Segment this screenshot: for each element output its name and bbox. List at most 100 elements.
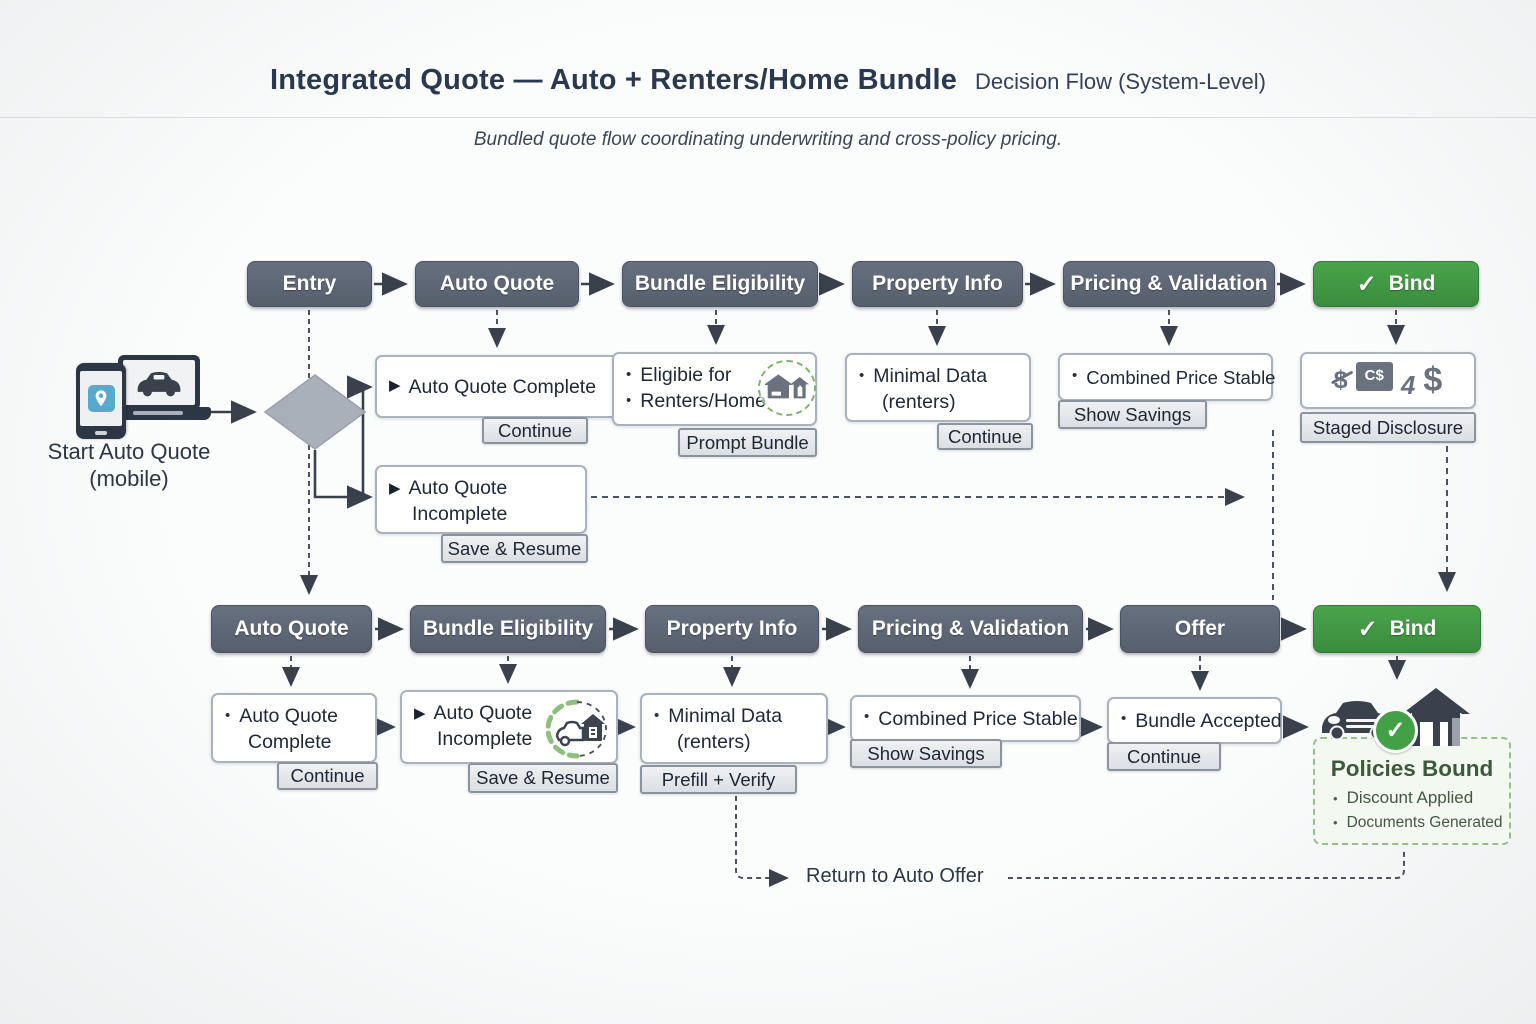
header-divider xyxy=(0,117,1536,118)
bullet-icon: • xyxy=(859,367,865,384)
stage-label: Pricing & Validation xyxy=(871,617,1070,640)
stage-property-info-row2: Property Info xyxy=(645,605,819,653)
home-bundle-badge-icon xyxy=(758,360,816,416)
button-label: Staged Disclosure xyxy=(1312,416,1464,438)
save-resume-button-row2[interactable]: Save & Resume xyxy=(468,763,618,793)
stage-pricing-validation-row1: Pricing & Validation xyxy=(1063,261,1275,307)
bullet-icon: • xyxy=(225,707,231,724)
start-label: Start Auto Quote (mobile) xyxy=(24,439,234,493)
card-line: Auto Quote xyxy=(433,702,533,724)
stage-offer: Offer xyxy=(1120,605,1280,653)
card-property-info-row1: •Minimal Data (renters) xyxy=(845,353,1031,422)
continue-button-row1-auto[interactable]: Continue xyxy=(482,417,588,444)
outcome-bullet: • Documents Generated xyxy=(1315,814,1509,832)
slashed-dollar-icon: $ xyxy=(1330,364,1353,398)
start-label-line1: Start Auto Quote xyxy=(47,439,211,464)
card-line: Incomplete xyxy=(412,503,508,526)
button-label: Save & Resume xyxy=(447,537,582,559)
outcome-text: Discount Applied xyxy=(1346,788,1474,807)
stage-label: Property Info xyxy=(666,617,798,640)
card-property-info-row2: •Minimal Data (renters) xyxy=(640,693,828,764)
auto-home-bundle-badge-icon xyxy=(543,698,611,765)
card-line: (renters) xyxy=(677,731,751,754)
continue-button-row2-auto[interactable]: Continue xyxy=(277,762,378,790)
stage-property-info-row1: Property Info xyxy=(852,261,1023,307)
stage-label: Auto Quote xyxy=(439,272,555,295)
card-line: Eligibie for xyxy=(640,364,732,386)
card-title: Combined Price Stable xyxy=(1086,366,1276,388)
stage-label: Bind xyxy=(1388,272,1436,295)
title-suffix: Decision Flow (System-Level) xyxy=(975,69,1267,94)
smartphone-icon xyxy=(76,363,126,439)
bullet-icon: • xyxy=(1072,366,1078,384)
stage-bind-row1: ✓ Bind xyxy=(1313,261,1479,307)
bullet-icon: • xyxy=(1121,710,1127,728)
continue-button-row1-property[interactable]: Continue xyxy=(937,423,1033,450)
laptop-icon xyxy=(118,355,200,410)
stage-label: Bundle Eligibility xyxy=(634,272,806,295)
show-savings-button-row1[interactable]: Show Savings xyxy=(1058,400,1207,429)
stage-auto-quote-row1: Auto Quote xyxy=(415,261,579,307)
button-label: Show Savings xyxy=(1073,403,1192,425)
decision-diamond xyxy=(263,374,367,450)
car-icon xyxy=(137,371,181,396)
stage-bundle-eligibility-row2: Bundle Eligibility xyxy=(410,605,606,653)
show-savings-button-row2[interactable]: Show Savings xyxy=(850,739,1002,768)
continue-button-row2-offer[interactable]: Continue xyxy=(1107,742,1221,771)
bullet-icon: • xyxy=(626,392,632,410)
prompt-bundle-button[interactable]: Prompt Bundle xyxy=(678,428,817,457)
card-auto-quote-incomplete-row1: ▶ Auto Quote Incomplete xyxy=(375,465,587,534)
button-label: Continue xyxy=(497,419,573,441)
bound-check-icon: ✓ xyxy=(1373,708,1418,753)
button-label: Continue xyxy=(290,765,365,786)
bullet-icon: • xyxy=(1333,815,1338,830)
bullet-icon: • xyxy=(864,708,870,726)
save-resume-button-row1[interactable]: Save & Resume xyxy=(441,534,588,563)
card-title: Auto Quote Complete xyxy=(408,376,597,399)
stage-label: Property Info xyxy=(872,272,1003,295)
prefill-verify-button[interactable]: Prefill + Verify xyxy=(640,765,797,794)
stage-label: Entry xyxy=(282,272,337,295)
card-pricing-row1: • Combined Price Stable xyxy=(1058,353,1276,401)
check-icon: ✓ xyxy=(1357,615,1378,643)
stage-bundle-eligibility-row1: Bundle Eligibility xyxy=(622,261,818,307)
card-line: Auto Quote xyxy=(239,705,338,727)
dollar-icon: $ xyxy=(1423,360,1443,399)
card-disclosure-row1: $ C$ 4 $ xyxy=(1300,352,1476,409)
card-line: Minimal Data xyxy=(873,365,988,387)
card-bundle-accepted: • Bundle Accepted xyxy=(1107,697,1282,744)
button-label: Continue xyxy=(1126,745,1202,767)
button-label: Prefill + Verify xyxy=(661,768,776,790)
page-title: Integrated Quote — Auto + Renters/Home B… xyxy=(0,64,1536,97)
policies-bound-box: Policies Bound •Discount Applied •Docume… xyxy=(1313,737,1511,845)
stage-entry: Entry xyxy=(247,261,372,307)
card-line: Complete xyxy=(248,731,332,754)
title-text: Integrated Quote — Auto + Renters/Home B… xyxy=(269,64,958,96)
outcome-text: Documents Generated xyxy=(1346,814,1503,831)
numeral-glyph: 4 xyxy=(1400,369,1416,400)
card-pricing-row2: • Combined Price Stable xyxy=(850,695,1081,742)
card-line: Incomplete xyxy=(437,728,533,751)
start-label-line2: (mobile) xyxy=(89,465,169,491)
bullet-icon: • xyxy=(626,366,632,383)
map-pin-icon xyxy=(87,385,115,412)
button-label: Continue xyxy=(947,425,1023,447)
button-label: Show Savings xyxy=(867,742,985,764)
card-line: Auto Quote xyxy=(408,477,508,499)
laptop-base xyxy=(105,407,211,420)
play-arrow-icon: ▶ xyxy=(389,377,401,395)
stage-label: Auto Quote xyxy=(234,617,349,640)
card-title: Combined Price Stable xyxy=(878,708,1078,731)
card-auto-quote-complete-row1: ▶ Auto Quote Complete xyxy=(375,355,650,418)
button-label: Prompt Bundle xyxy=(686,431,809,453)
return-to-auto-offer-label: Return to Auto Offer xyxy=(806,865,984,887)
play-arrow-icon: ▶ xyxy=(389,480,401,497)
stage-label: Bind xyxy=(1389,617,1437,640)
bullet-icon: • xyxy=(654,707,660,724)
stage-auto-quote-row2: Auto Quote xyxy=(211,605,372,653)
staged-disclosure-button[interactable]: Staged Disclosure xyxy=(1300,412,1476,443)
button-label: Save & Resume xyxy=(476,767,610,788)
page-subtitle: Bundled quote flow coordinating underwri… xyxy=(473,129,1063,150)
bullet-icon: • xyxy=(1333,791,1338,806)
